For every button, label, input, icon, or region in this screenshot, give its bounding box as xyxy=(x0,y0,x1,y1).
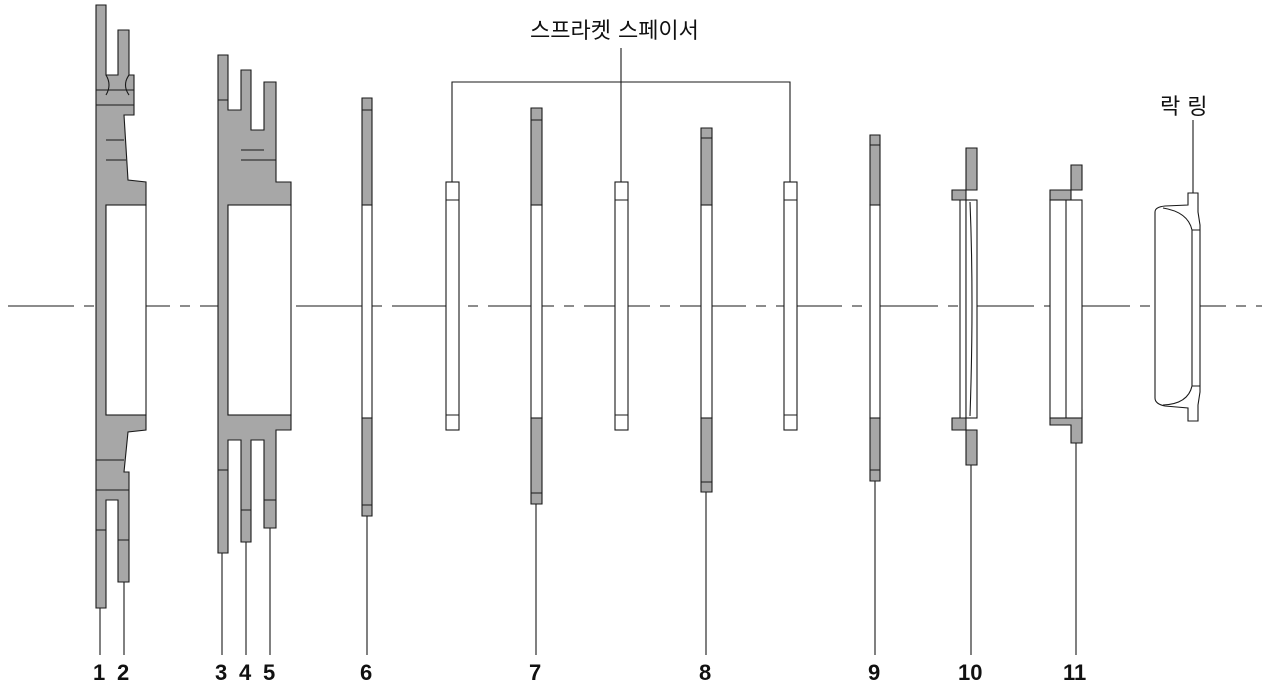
part-number-9: 9 xyxy=(868,660,880,684)
part-number-8: 8 xyxy=(699,660,711,684)
spacer-1 xyxy=(445,181,460,431)
sprocket-6 xyxy=(361,97,373,517)
part-number-10: 10 xyxy=(958,660,982,684)
sprocket-11 xyxy=(1049,164,1083,444)
part-number-2: 2 xyxy=(117,660,129,684)
spacer-bracket xyxy=(451,48,791,182)
sprocket-1-2-assembly xyxy=(95,4,147,609)
sprocket-10 xyxy=(951,147,978,466)
sprocket-9 xyxy=(869,134,881,482)
sprocket-3-4-5-assembly xyxy=(217,54,292,554)
part-number-5: 5 xyxy=(263,660,275,684)
sprocket-7 xyxy=(530,107,543,505)
spacer-3 xyxy=(783,181,798,431)
part-number-1: 1 xyxy=(93,660,105,684)
part-number-7: 7 xyxy=(529,660,541,684)
part-number-6: 6 xyxy=(360,660,372,684)
lockring-label: 락 링 xyxy=(1160,95,1207,120)
spacer-2 xyxy=(614,181,629,431)
part-number-11: 11 xyxy=(1063,660,1086,684)
spacer-label: 스프라켓 스페이서 xyxy=(530,19,699,44)
part-number-4: 4 xyxy=(239,660,252,684)
lock-ring xyxy=(1154,192,1201,422)
sprocket-8 xyxy=(700,127,713,493)
part-number-3: 3 xyxy=(215,660,227,684)
